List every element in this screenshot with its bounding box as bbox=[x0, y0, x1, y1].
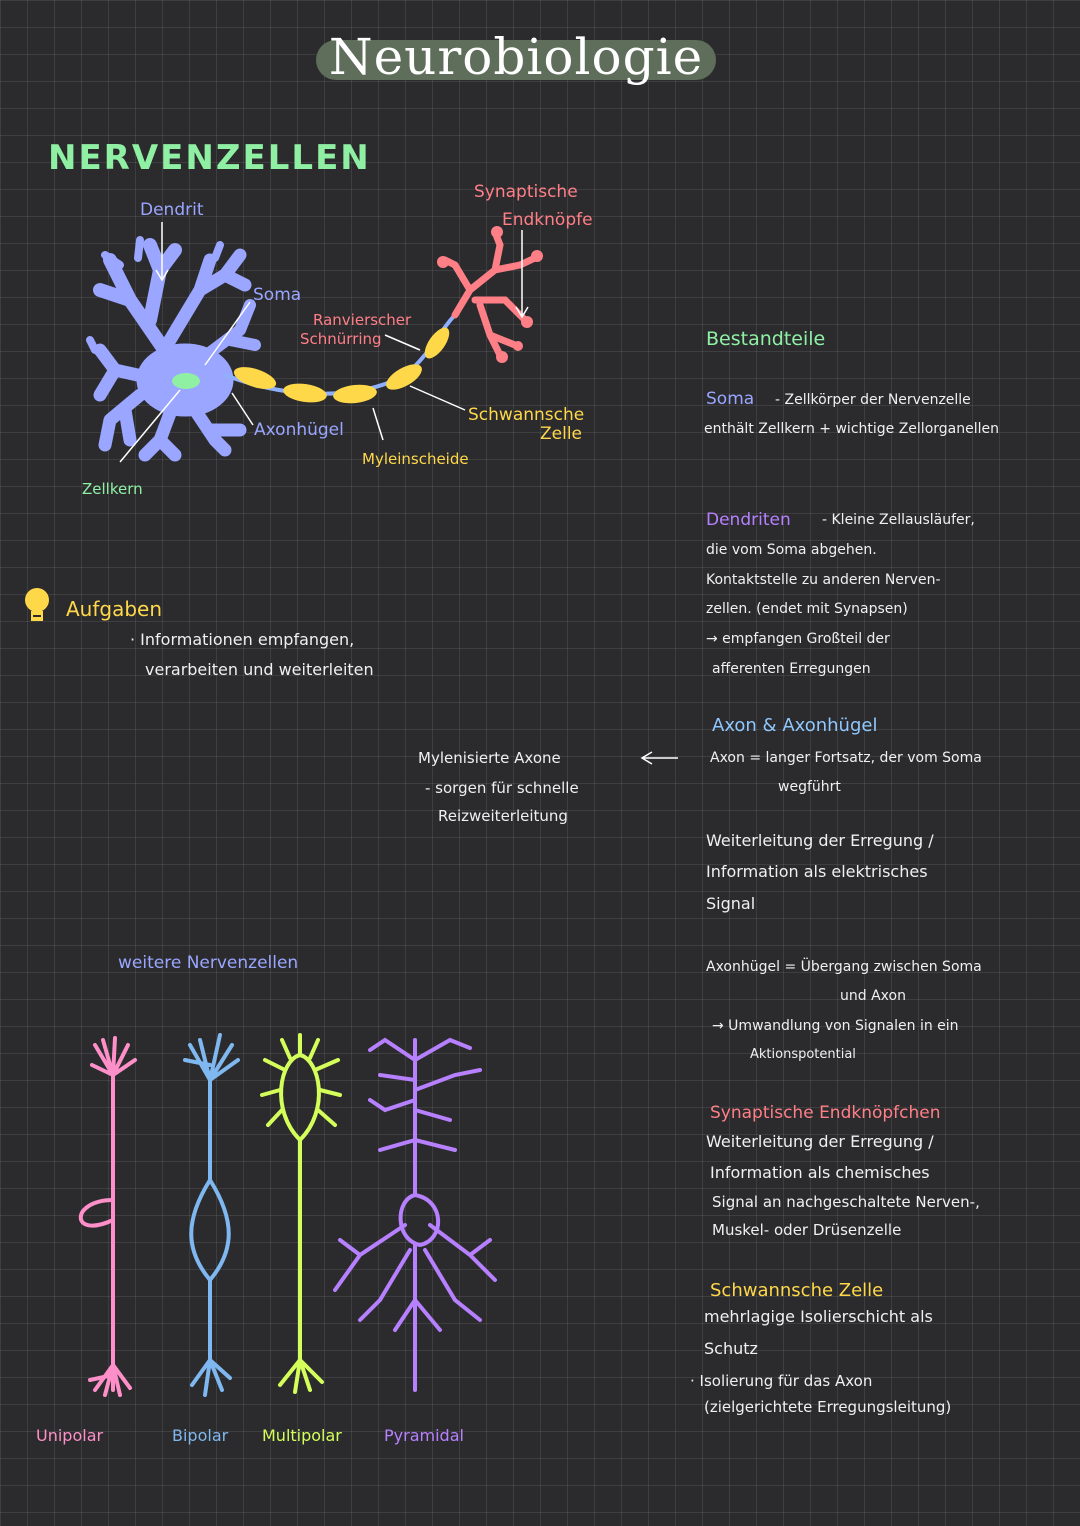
label-synapse-1: Synaptische bbox=[474, 182, 578, 202]
soma-shape bbox=[90, 240, 255, 455]
type-pyramidal: Pyramidal bbox=[384, 1426, 464, 1445]
soma-line-2: enthält Zellkern + wichtige Zellorganell… bbox=[704, 414, 999, 444]
dendriten-line-2: die vom Soma abgehen. bbox=[706, 535, 877, 565]
bipolar-neuron bbox=[185, 1035, 238, 1395]
aufgaben-line-1: · Informationen empfangen, bbox=[130, 625, 354, 655]
synapse-line-1: Weiterleitung der Erregung / bbox=[706, 1127, 934, 1157]
type-multipolar: Multipolar bbox=[262, 1426, 342, 1445]
label-dendrit: Dendrit bbox=[140, 200, 204, 220]
lightbulb-icon bbox=[25, 588, 49, 621]
weitere-title: weitere Nervenzellen bbox=[118, 953, 298, 973]
schwann-line-1: mehrlagige Isolierschicht als bbox=[704, 1302, 933, 1332]
axon-line-5: Signal bbox=[706, 889, 755, 919]
label-ranvier-2: Schnürring bbox=[300, 330, 382, 348]
dendriten-line-4: zellen. (endet mit Synapsen) bbox=[706, 594, 908, 624]
dendriten-line-1: - Kleine Zellausläufer, bbox=[822, 505, 975, 535]
soma-term: Soma bbox=[706, 384, 754, 414]
synapse-term: Synaptische Endknöpfchen bbox=[710, 1098, 941, 1128]
label-zellkern: Zellkern bbox=[82, 480, 143, 498]
type-unipolar: Unipolar bbox=[36, 1426, 103, 1445]
schwann-line-4: (zielgerichtete Erregungsleitung) bbox=[704, 1392, 951, 1422]
bestandteile-title: Bestandteile bbox=[706, 328, 825, 350]
dendriten-line-6: afferenten Erregungen bbox=[712, 654, 871, 684]
axon-line-9: Aktionspotential bbox=[750, 1040, 856, 1070]
synapse-line-2: Information als chemisches bbox=[710, 1158, 930, 1188]
nucleus-shape bbox=[172, 373, 200, 389]
label-myelin: Myleinscheide bbox=[362, 450, 469, 468]
dendriten-line-5: → empfangen Großteil der bbox=[706, 624, 890, 654]
axon-line-1: Axon = langer Fortsatz, der vom Soma bbox=[710, 743, 982, 773]
dendriten-term: Dendriten bbox=[706, 505, 791, 535]
unipolar-neuron bbox=[81, 1038, 135, 1395]
axon-line-2: wegführt bbox=[778, 772, 841, 802]
myelin-note-1: Mylenisierte Axone bbox=[418, 743, 561, 773]
schwann-line-2: Schutz bbox=[704, 1334, 758, 1364]
label-synapse-2: Endknöpfe bbox=[502, 210, 593, 230]
axon-line-8: → Umwandlung von Signalen in ein bbox=[712, 1011, 959, 1041]
label-ranvier-1: Ranvierscher bbox=[313, 311, 411, 329]
axon-line-7: und Axon bbox=[840, 981, 906, 1011]
axon-line-6: Axonhügel = Übergang zwischen Soma bbox=[706, 952, 982, 982]
label-schwann-1: Schwannsche bbox=[468, 405, 584, 425]
myelin-note-2: - sorgen für schnelle bbox=[425, 773, 579, 803]
label-schwann-2: Zelle bbox=[540, 424, 582, 444]
arrow-left-icon bbox=[642, 752, 678, 764]
myelin-note-3: Reizweiterleitung bbox=[438, 801, 568, 831]
pyramidal-neuron bbox=[335, 1040, 495, 1390]
axon-line-4: Information als elektrisches bbox=[706, 857, 928, 887]
axon-term: Axon & Axonhügel bbox=[712, 711, 877, 741]
type-bipolar: Bipolar bbox=[172, 1426, 228, 1445]
soma-line-1: - Zellkörper der Nervenzelle bbox=[775, 385, 971, 415]
axon-line-3: Weiterleitung der Erregung / bbox=[706, 826, 934, 856]
multipolar-neuron bbox=[262, 1035, 340, 1392]
aufgaben-title: Aufgaben bbox=[66, 597, 162, 621]
synapse-line-4: Muskel- oder Drüsenzelle bbox=[712, 1215, 901, 1245]
label-axonhuegel: Axonhügel bbox=[254, 420, 344, 440]
aufgaben-line-2: verarbeiten und weiterleiten bbox=[145, 655, 374, 685]
synapse-line-3: Signal an nachgeschaltete Nerven-, bbox=[712, 1187, 980, 1217]
label-soma: Soma bbox=[253, 285, 301, 305]
dendriten-line-3: Kontaktstelle zu anderen Nerven- bbox=[706, 565, 941, 595]
